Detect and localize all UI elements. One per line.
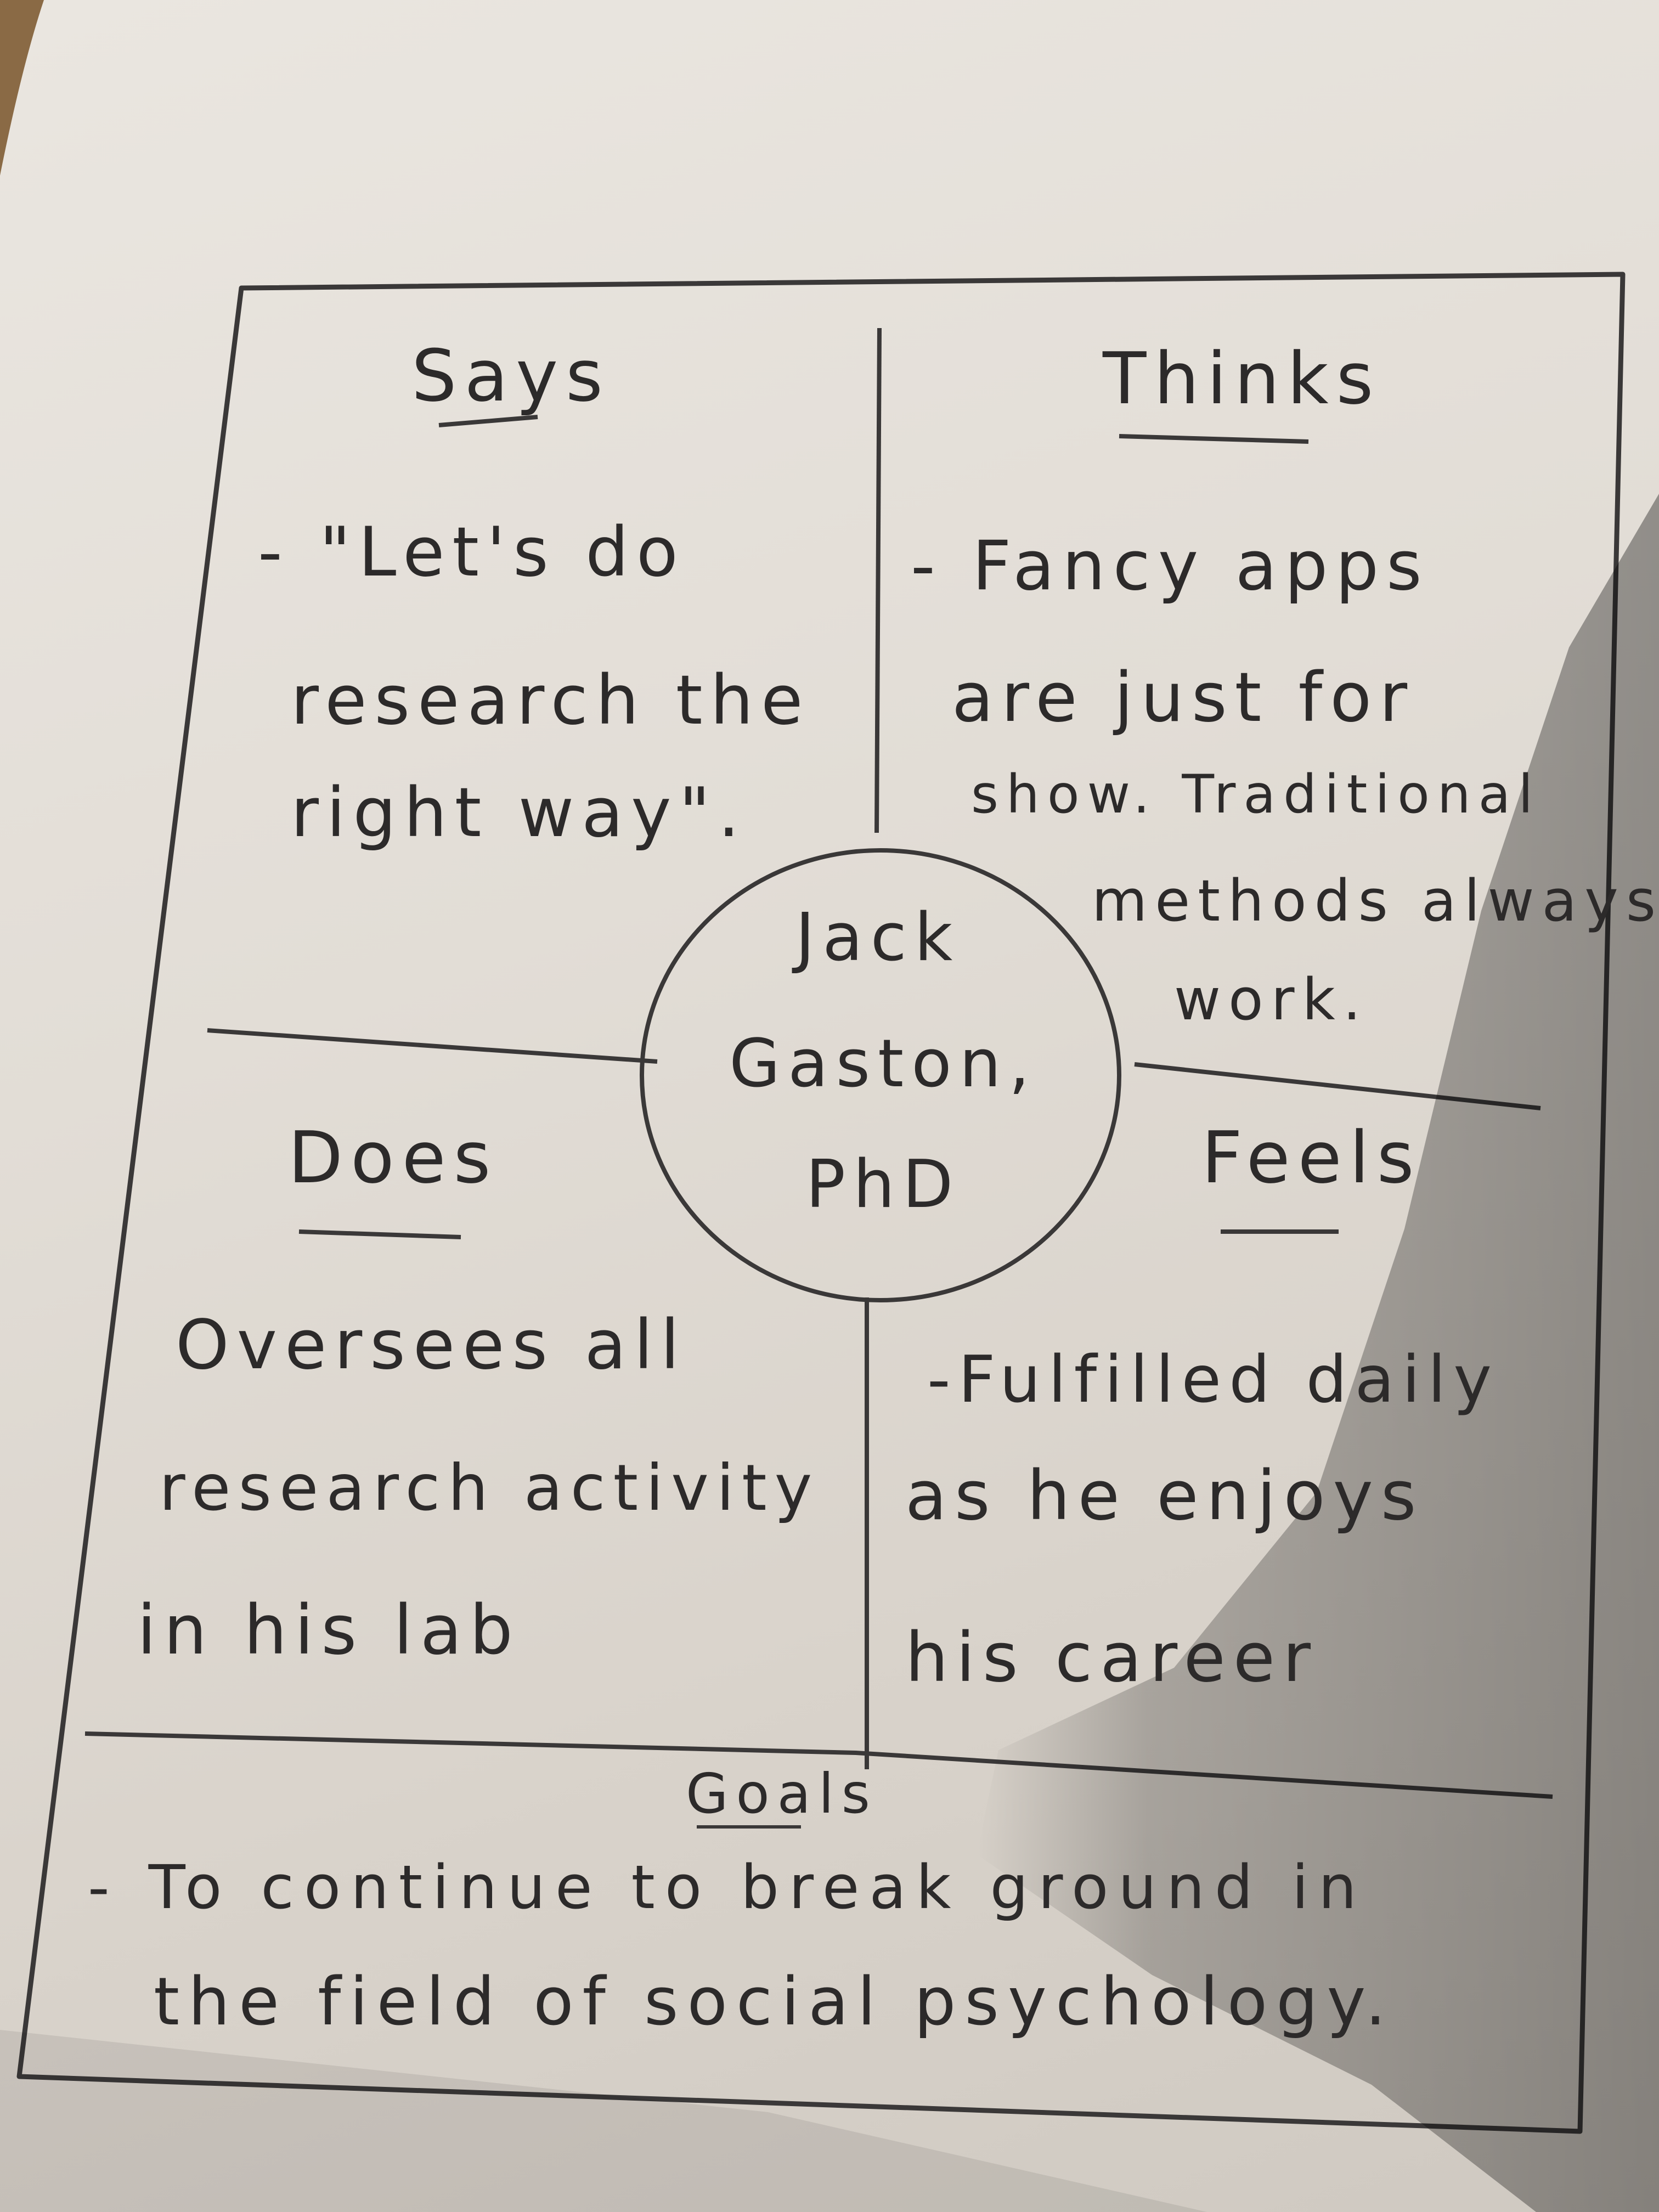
- does-line-2: research activity: [159, 1451, 820, 1525]
- thinks-heading: Thinks: [1103, 337, 1381, 420]
- does-line-3: in his lab: [137, 1591, 521, 1670]
- persona-line-1: Jack: [795, 900, 961, 976]
- says-line-2: research the: [291, 661, 811, 740]
- does-line-1: Oversees all: [176, 1306, 687, 1385]
- says-line-3: right way".: [291, 774, 748, 853]
- says-line-1: - "Let's do: [258, 513, 686, 592]
- says-heading: Says: [411, 334, 611, 417]
- feels-line-1: -Fulfilled daily: [927, 1341, 1500, 1417]
- persona-line-3: PhD: [805, 1147, 961, 1223]
- does-heading: Does: [288, 1116, 499, 1199]
- goals-heading: Goals: [686, 1762, 878, 1826]
- thinks-line-4: methods always: [1092, 867, 1659, 934]
- thinks-line-5: work.: [1174, 966, 1369, 1033]
- goals-line-1: - To continue to break ground in: [88, 1852, 1367, 1922]
- divider-top-vertical: [874, 328, 882, 833]
- thinks-underline: [1119, 434, 1309, 444]
- says-underline: [438, 415, 538, 427]
- thinks-line-1: - Fancy apps: [911, 527, 1430, 606]
- feels-line-2: as he enjoys: [905, 1457, 1424, 1536]
- feels-heading: Feels: [1201, 1116, 1422, 1199]
- does-underline: [298, 1229, 461, 1239]
- table-corner: [0, 0, 44, 176]
- persona-line-2: Gaston,: [729, 1026, 1037, 1102]
- goals-line-2: the field of social psychology.: [154, 1964, 1395, 2040]
- thinks-line-2: are just for: [952, 658, 1415, 737]
- divider-right-horizontal: [1134, 1062, 1541, 1110]
- thinks-line-3: show. Traditional: [971, 764, 1541, 825]
- divider-left-horizontal: [207, 1028, 658, 1064]
- feels-line-3: his career: [905, 1618, 1319, 1697]
